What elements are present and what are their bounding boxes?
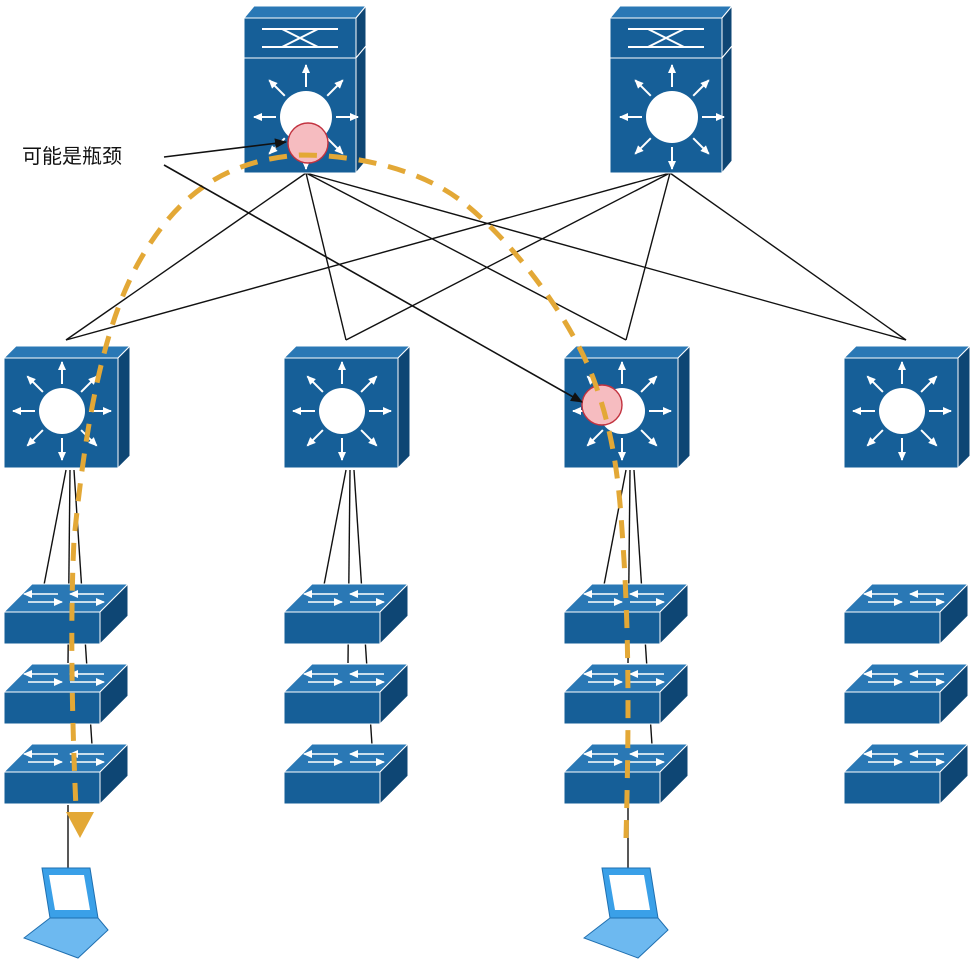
uplink-core-1-agg-1 xyxy=(65,172,307,341)
access-switch-3-3 xyxy=(562,742,690,806)
route-arrow-icon xyxy=(586,429,604,447)
route-arrow-icon xyxy=(326,137,344,155)
route-arrow-icon xyxy=(26,429,44,447)
core-module-top xyxy=(608,5,734,19)
bottleneck-marker-core xyxy=(287,122,329,164)
route-arrow-icon xyxy=(692,137,710,155)
uplink-core-2-agg-3 xyxy=(625,172,671,341)
core-2 xyxy=(608,4,734,175)
route-arrow-icon xyxy=(634,79,652,97)
access-switch-front xyxy=(3,691,101,725)
laptop-base xyxy=(22,917,109,959)
route-arrow-icon xyxy=(866,429,884,447)
access-switch-2-1 xyxy=(282,582,410,646)
laptop-screen xyxy=(49,875,90,910)
route-arrow-icon xyxy=(306,375,324,393)
agg-switch-top xyxy=(2,345,132,359)
route-arrow-icon xyxy=(80,375,98,393)
traffic-path-arrowhead xyxy=(66,812,94,838)
agg-2 xyxy=(282,344,412,470)
agg-switch-side xyxy=(677,344,691,470)
access-switch-front xyxy=(843,611,941,645)
access-switch-3-2 xyxy=(562,662,690,726)
downlink-3-a xyxy=(603,469,627,586)
router-hub-icon xyxy=(319,388,365,434)
access-group-1 xyxy=(2,582,130,806)
agg-switch-side xyxy=(397,344,411,470)
route-arrow-icon xyxy=(326,79,344,97)
core-chassis-side xyxy=(355,44,367,175)
laptop-2 xyxy=(582,867,669,959)
callout-arrow-core xyxy=(163,138,287,158)
laptop-1 xyxy=(22,867,109,959)
route-arrow-icon xyxy=(360,429,378,447)
access-switch-1-3 xyxy=(2,742,130,806)
access-switch-front xyxy=(563,691,661,725)
cross-icon xyxy=(647,28,685,48)
access-switch-front xyxy=(563,611,661,645)
route-arrow-icon xyxy=(920,429,938,447)
route-arrow-icon xyxy=(692,79,710,97)
traffic-paths-layer xyxy=(66,152,631,839)
uplink-core-2-agg-2 xyxy=(345,172,671,341)
access-switch-4-2 xyxy=(842,662,970,726)
access-switch-4-3 xyxy=(842,742,970,806)
agg-switch-top xyxy=(842,345,972,359)
access-switch-2-3 xyxy=(282,742,410,806)
bottleneck-label: 可能是瓶颈 xyxy=(22,145,122,168)
access-switch-front xyxy=(843,771,941,805)
route-arrow-icon xyxy=(866,375,884,393)
access-switch-front xyxy=(283,691,381,725)
access-group-4 xyxy=(842,582,970,806)
access-switch-front xyxy=(563,771,661,805)
laptop-base xyxy=(582,917,669,959)
devices-layer xyxy=(2,4,972,959)
downlink-1-a xyxy=(43,469,67,586)
agg-switch-side xyxy=(117,344,131,470)
route-arrow-icon xyxy=(920,375,938,393)
route-arrow-icon xyxy=(26,375,44,393)
agg-4 xyxy=(842,344,972,470)
cross-icon xyxy=(281,28,319,48)
core-module-top xyxy=(242,5,368,19)
uplink-core-2-agg-1 xyxy=(65,172,671,341)
access-switch-front xyxy=(3,611,101,645)
callout-arrow-agg xyxy=(163,164,583,403)
access-switch-front xyxy=(283,611,381,645)
access-group-2 xyxy=(282,582,410,806)
bottleneck-callout: 可能是瓶颈 xyxy=(22,138,583,403)
router-hub-icon xyxy=(646,91,698,143)
router-hub-icon xyxy=(879,388,925,434)
access-switch-2-2 xyxy=(282,662,410,726)
route-arrow-icon xyxy=(306,429,324,447)
links-layer xyxy=(43,172,907,868)
router-hub-icon xyxy=(39,388,85,434)
access-switch-front xyxy=(843,691,941,725)
access-switch-1-1 xyxy=(2,582,130,646)
route-arrow-icon xyxy=(634,137,652,155)
route-arrow-icon xyxy=(268,79,286,97)
access-group-3 xyxy=(562,582,690,806)
downlink-2-a xyxy=(323,469,347,586)
access-switch-front xyxy=(283,771,381,805)
uplink-core-1-agg-4 xyxy=(305,172,907,341)
agg-1 xyxy=(2,344,132,470)
access-switch-4-1 xyxy=(842,582,970,646)
agg-switch-top xyxy=(282,345,412,359)
core-chassis-side xyxy=(721,44,733,175)
access-switch-1-2 xyxy=(2,662,130,726)
access-switch-front xyxy=(3,771,101,805)
traffic-path xyxy=(69,152,631,839)
uplink-core-2-agg-4 xyxy=(669,172,907,341)
route-arrow-icon xyxy=(360,375,378,393)
laptop-screen xyxy=(609,875,650,910)
route-arrow-icon xyxy=(640,375,658,393)
uplink-core-1-agg-3 xyxy=(305,172,627,341)
route-arrow-icon xyxy=(640,429,658,447)
agg-switch-side xyxy=(957,344,971,470)
